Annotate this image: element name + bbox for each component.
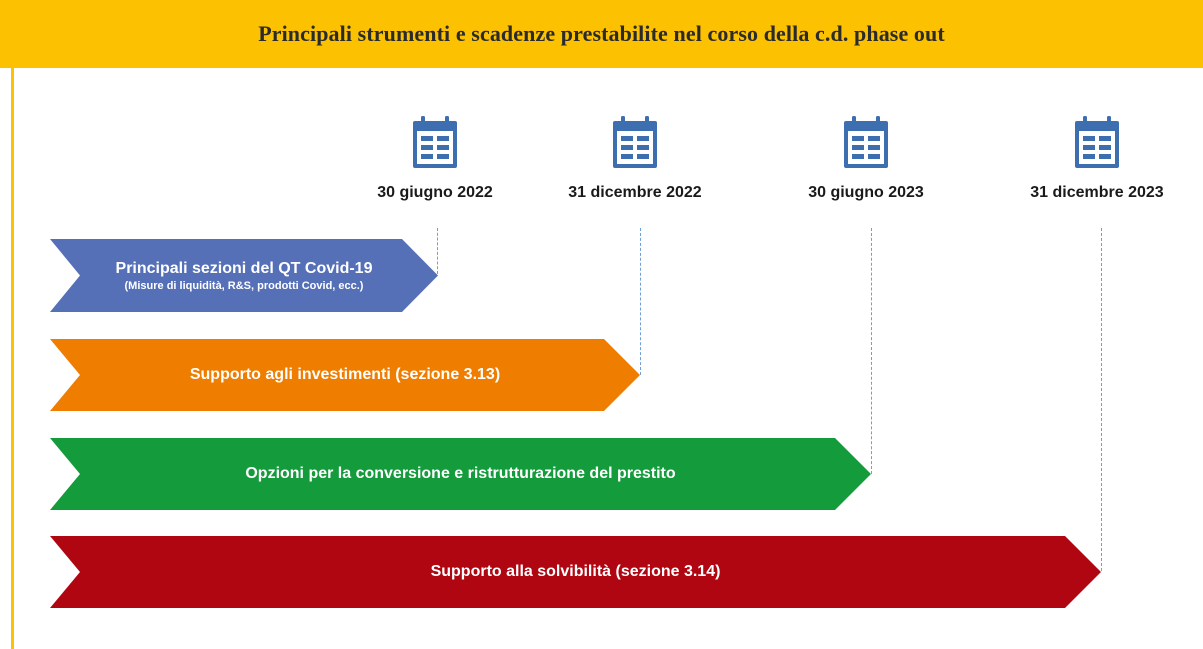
arrow-sublabel: (Misure di liquidità, R&S, prodotti Covi… — [124, 279, 364, 292]
deadline-line — [437, 228, 438, 274]
arrow-label: Supporto agli investimenti (sezione 3.13… — [189, 366, 501, 383]
milestone-date: 30 giugno 2022 — [377, 184, 493, 201]
milestone-3: 30 giugno 2023 — [766, 115, 966, 202]
left-accent-rule — [11, 68, 14, 649]
calendar-icon — [613, 116, 657, 168]
milestone-1: 30 giugno 2022 — [335, 115, 535, 202]
deadline-line — [871, 228, 872, 474]
milestone-date: 31 dicembre 2022 — [568, 184, 702, 201]
arrow-label: Supporto alla solvibilità (sezione 3.14) — [430, 563, 721, 580]
deadline-line — [1101, 228, 1102, 571]
milestone-4: 31 dicembre 2023 — [997, 115, 1197, 202]
arrow-label: Opzioni per la conversione e ristruttura… — [245, 465, 676, 482]
milestone-2: 31 dicembre 2022 — [535, 115, 735, 202]
page-title: Principali strumenti e scadenze prestabi… — [258, 21, 945, 46]
calendar-icon — [844, 116, 888, 168]
timeline-arrow-investimenti: Supporto agli investimenti (sezione 3.13… — [50, 339, 640, 411]
timeline-arrow-solvibilita: Supporto alla solvibilità (sezione 3.14) — [50, 536, 1101, 608]
calendar-icon — [1075, 116, 1119, 168]
deadline-line — [640, 228, 641, 375]
milestone-date: 31 dicembre 2023 — [1030, 184, 1164, 201]
arrow-label: Principali sezioni del QT Covid-19 — [115, 259, 373, 277]
timeline-arrow-conversione: Opzioni per la conversione e ristruttura… — [50, 438, 871, 510]
calendar-icon — [413, 116, 457, 168]
title-banner: Principali strumenti e scadenze prestabi… — [0, 0, 1203, 68]
timeline-arrow-qt-covid: Principali sezioni del QT Covid-19 (Misu… — [50, 239, 438, 312]
milestone-date: 30 giugno 2023 — [808, 184, 924, 201]
